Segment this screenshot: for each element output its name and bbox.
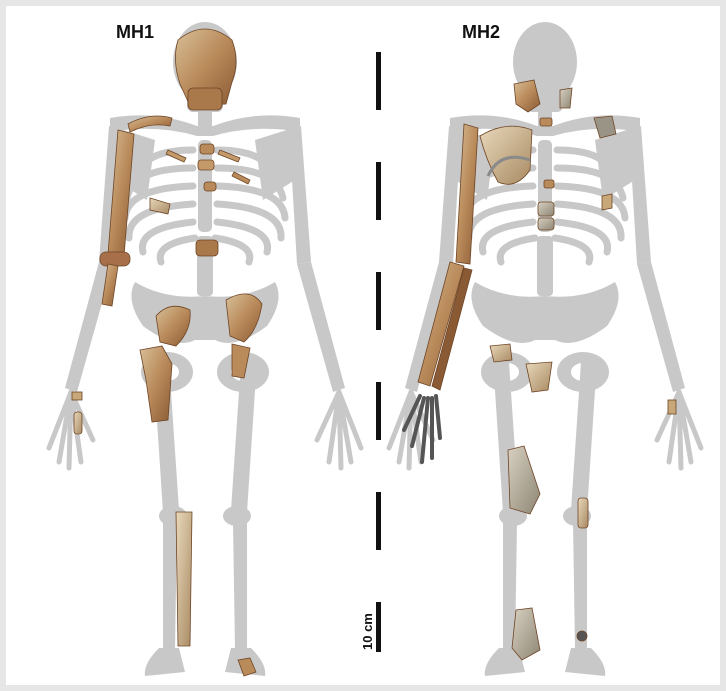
- fossil-ilium-right-mh1: [226, 294, 262, 342]
- fossil-tibia-mh1: [176, 512, 192, 646]
- scale-label: 10 cm: [360, 610, 380, 650]
- fossil-femur-mh2: [508, 446, 540, 514]
- skeleton-silhouette-mh1: [49, 22, 361, 676]
- label-mh2: MH2: [462, 22, 500, 43]
- fossil-ankle-mh2: [512, 608, 540, 660]
- fossil-jaw-mh1: [188, 88, 222, 110]
- fossil-femur-mh1: [140, 346, 172, 422]
- label-mh1: MH1: [116, 22, 154, 43]
- divider-dashes: [376, 52, 381, 550]
